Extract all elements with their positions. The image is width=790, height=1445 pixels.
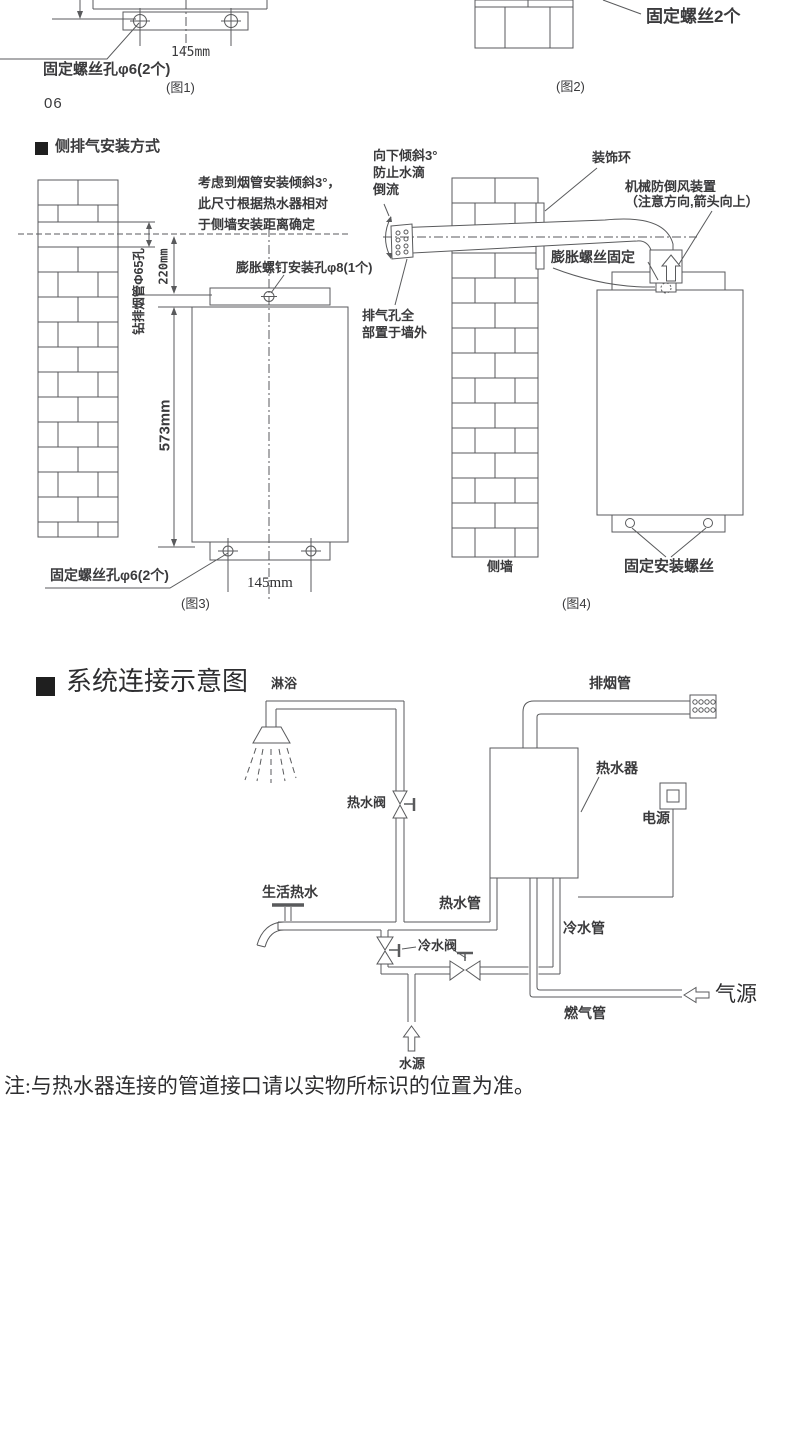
leader-line — [544, 167, 598, 212]
cold-water-valve-icon — [376, 936, 394, 965]
dim-arrow — [146, 240, 152, 247]
leader-line — [580, 776, 600, 813]
hot-water-valve-icon — [392, 790, 408, 819]
leader-line — [678, 210, 713, 265]
fig3-caption: (图3) — [181, 596, 210, 611]
hot-water-pipe — [278, 921, 497, 931]
section-bullet-square — [36, 677, 55, 696]
exhaust-cap — [689, 694, 717, 719]
gas-source-label: 气源 — [715, 982, 757, 1006]
fig3-anchor-hole-label: 膨胀螺钉安装孔φ8(1个) — [236, 260, 373, 275]
gas-arrow-icon — [683, 986, 710, 1004]
fig3-screw-hole-label: 固定螺丝孔φ6(2个) — [50, 567, 169, 583]
fig4-side-wall-label: 侧墙 — [487, 559, 514, 574]
screw-hole-icon — [625, 518, 635, 528]
shower-spray — [244, 747, 297, 783]
screw-hole-icon — [703, 518, 713, 528]
fig2-caption: (图2) — [556, 79, 585, 94]
fig4-damper-label: 机械防倒风装置 （注意方向,箭头向上） — [625, 179, 759, 209]
leader-line — [602, 0, 642, 15]
power-label: 电源 — [642, 810, 670, 826]
fig4-tilt-label: 向下倾斜3° 防止水滴 倒流 — [373, 148, 438, 197]
hot-water-stub — [489, 878, 498, 930]
fig4-bottom-bracket — [611, 514, 726, 533]
footer-note: 注:与热水器连接的管道接口请以实物所标识的位置为准。 — [4, 1074, 535, 1098]
water-source-label: 水源 — [399, 1056, 426, 1071]
brick-wall — [474, 0, 574, 49]
water-heater-outline — [191, 306, 349, 543]
domestic-hot-water-label: 生活热水 — [262, 884, 318, 900]
leader-line — [45, 552, 229, 589]
dim-arrow — [171, 236, 177, 244]
fig3-top-bracket — [209, 287, 331, 306]
dim-arrow — [171, 286, 177, 294]
section-bullet-square — [35, 142, 48, 155]
fig3-tilt-note: 考虑到烟管安装倾斜3°， 此尺寸根据热水器相对 于侧墙安装距离确定 — [198, 175, 341, 232]
fig3-height-dim: 573mm — [156, 399, 174, 452]
system-art — [244, 694, 717, 1052]
shower-head-icon — [252, 726, 291, 744]
leader-line — [631, 527, 707, 558]
fig4-caption: (图4) — [562, 596, 591, 611]
flue-pipe — [522, 700, 690, 748]
heater-label: 热水器 — [596, 760, 638, 776]
fig3-width-dim: 145mm — [247, 575, 293, 591]
exhaust-cap — [390, 223, 414, 260]
shower-label: 淋浴 — [271, 676, 298, 691]
dim-arrow — [77, 11, 83, 19]
fig1-screw-hole-label: 固定螺丝孔φ6(2个) — [43, 61, 171, 78]
leader-line — [383, 203, 390, 217]
fig4-fix-screw-label: 固定安装螺丝 — [624, 558, 715, 575]
leader-line — [0, 22, 140, 60]
leader-line — [394, 258, 408, 306]
flue-label: 排烟管 — [589, 675, 631, 691]
cold-water-pipe — [552, 878, 561, 974]
water-heater-box — [489, 747, 579, 879]
leader-line — [401, 946, 467, 959]
fig3-art — [18, 179, 350, 602]
side-exhaust-section-title: 侧排气安装方式 — [55, 138, 161, 155]
cold-valve-label: 冷水阀 — [418, 938, 458, 953]
dim-arrow — [171, 539, 177, 547]
dim-arrow — [171, 307, 177, 315]
leader-line — [270, 274, 285, 294]
fig1-art — [0, 0, 268, 60]
system-section-title: 系统连接示意图 — [66, 667, 249, 696]
fig1-width-dim: 145mm — [171, 45, 211, 60]
leader-line — [552, 267, 656, 288]
fig3-top-dim: 220mm — [156, 248, 171, 285]
gas-pipe — [529, 878, 682, 998]
fig4-vent-label: 排气孔全 部置于墙外 — [362, 308, 428, 340]
hot-pipe-label: 热水管 — [439, 895, 481, 911]
fig3-drill-hole-label: 钻排烟管Φ65孔 — [132, 248, 147, 335]
fig2-art — [474, 0, 642, 49]
fig4-art — [383, 167, 744, 558]
fig1-caption: (图1) — [166, 80, 195, 95]
power-wire — [578, 809, 674, 898]
cold-pipe-label: 冷水管 — [563, 920, 605, 936]
fig4-ring-label: 装饰环 — [592, 150, 632, 165]
leader-line — [647, 261, 659, 281]
anchor-hole-icon — [660, 282, 672, 294]
fig2-screw-label: 固定螺丝2个 — [646, 7, 741, 26]
water-arrow-icon — [402, 1025, 421, 1052]
water-heater-outline — [596, 289, 744, 516]
gas-pipe-label: 燃气管 — [564, 1005, 606, 1021]
water-source-pipe — [407, 974, 416, 1022]
fig3-bottom-bracket — [209, 541, 331, 561]
cold-water-valve-icon — [449, 960, 481, 981]
up-arrow-icon — [660, 254, 682, 282]
hot-valve-label: 热水阀 — [347, 795, 387, 810]
fig4-expansion-label: 膨胀螺丝固定 — [551, 249, 635, 265]
dim-arrow — [146, 222, 152, 229]
page-number: 06 — [44, 95, 63, 112]
power-outlet-icon — [659, 782, 687, 810]
